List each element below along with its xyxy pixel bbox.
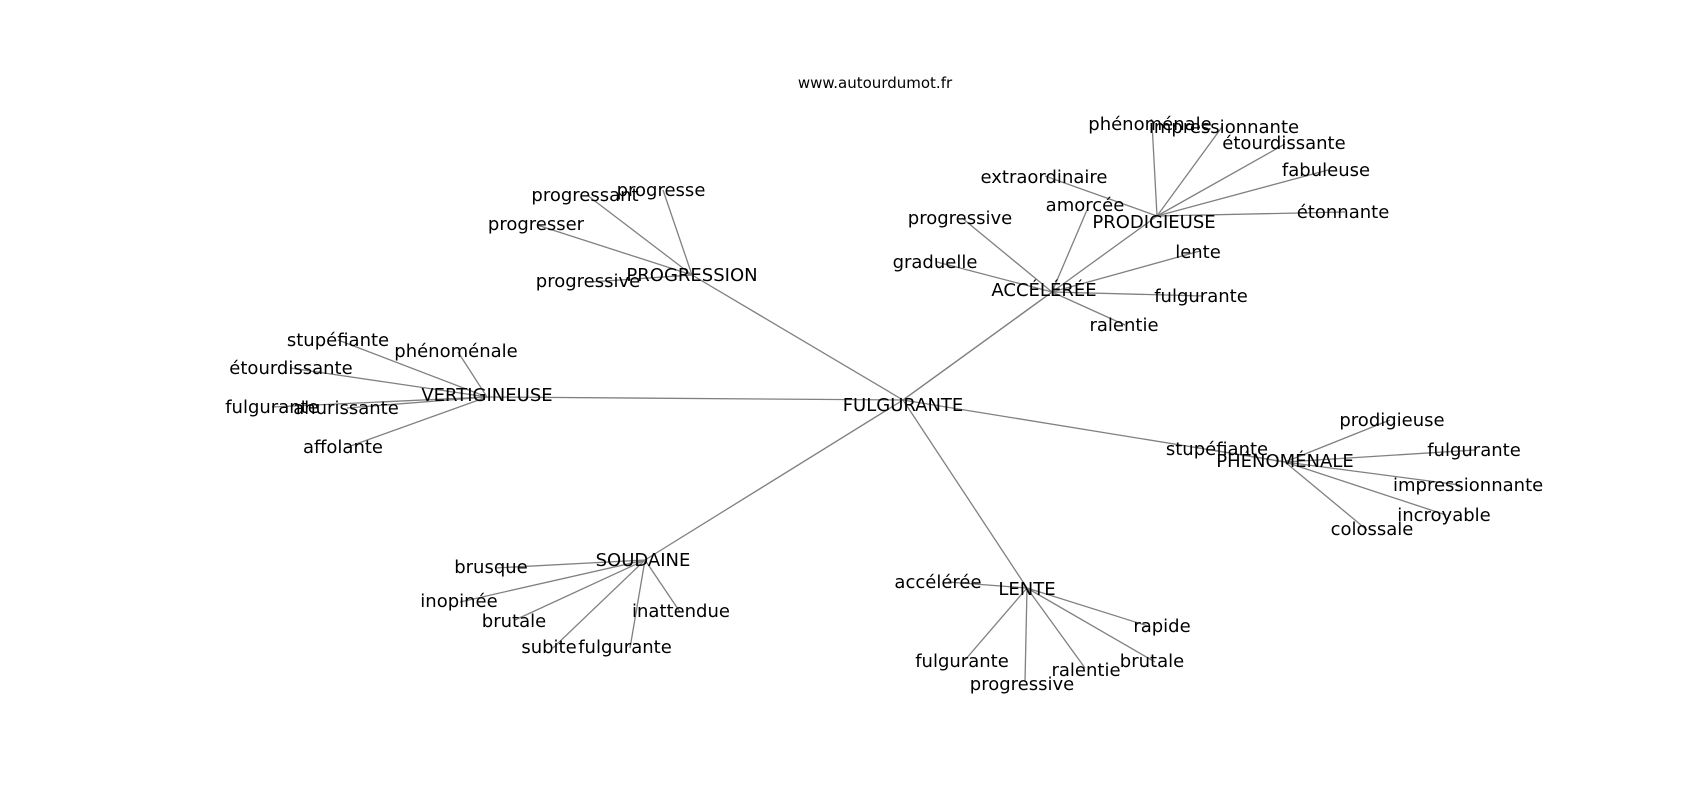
leaf-acceleree-progressive: progressive [908, 208, 1012, 229]
edge-phenomenale-incroyable [1284, 461, 1447, 516]
leaf-prodigieuse-impressionnante: impressionnante [1149, 117, 1299, 138]
edge-phenomenale-colossale [1284, 461, 1368, 531]
edge-soudaine-inattendue [644, 559, 681, 613]
edge-prodigieuse-fabuleuse [1156, 169, 1329, 217]
leaf-lente-acceleree: accélérée [894, 572, 981, 593]
edge-phenomenale-fulgurante [1284, 449, 1476, 463]
edge-prodigieuse-etourdissante [1156, 143, 1286, 217]
edge-acceleree-lente [1051, 250, 1201, 293]
edge-acceleree-fulgurante [1051, 291, 1204, 297]
node-lente: LENTE [998, 579, 1055, 600]
leaf-lente-progressive: progressive [970, 674, 1074, 695]
leaf-progression-progresse: progresse [617, 180, 706, 201]
edge-center-prodigieuse [902, 215, 1158, 401]
leaf-soudaine-inattendue: inattendue [632, 601, 730, 622]
source-label: www.autourdumot.fr [798, 74, 953, 92]
edge-acceleree-amorcee [1051, 209, 1088, 293]
node-acceleree: ACCÉLÉRÉE [991, 279, 1096, 301]
edge-progression-progresse [662, 189, 693, 276]
edge-acceleree-progressive [961, 217, 1053, 293]
edge-phenomenale-stupefiante [1211, 449, 1286, 463]
edge-acceleree-graduelle [936, 261, 1053, 293]
edge-center-lente [902, 399, 1028, 589]
leaf-prodigieuse-fabuleuse: fabuleuse [1282, 160, 1370, 181]
edge-soudaine-subite [552, 559, 646, 649]
leaf-soudaine-inopinee: inopinée [420, 591, 497, 612]
edge-prodigieuse-extraordinaire [1044, 175, 1158, 217]
node-prodigieuse: PRODIGIEUSE [1092, 212, 1215, 233]
edge-soudaine-fulgurante [629, 559, 646, 649]
leaf-lente-ralentie: ralentie [1051, 660, 1120, 681]
edge-lente-acceleree [947, 581, 1028, 589]
edge-lente-progressive [1024, 587, 1028, 683]
edge-phenomenale-impressionnante [1284, 461, 1461, 486]
leaf-lente-rapide: rapide [1133, 616, 1190, 637]
edge-soudaine-brutale [514, 559, 646, 621]
edges [271, 122, 1476, 683]
leaf-phenomenale-prodigieuse: prodigieuse [1339, 410, 1444, 431]
leaf-prodigieuse-phenomenale: phénoménale [1088, 114, 1211, 135]
leaf-soudaine-subite: subite [521, 637, 576, 658]
leaf-prodigieuse-extraordinaire: extraordinaire [981, 167, 1108, 188]
leaf-vertigineuse-affolante: affolante [303, 437, 383, 458]
node-progression: PROGRESSION [626, 265, 757, 286]
edge-lente-fulgurante [964, 587, 1028, 661]
edge-soudaine-brusque [494, 559, 646, 569]
edge-vertigineuse-stupefiante [337, 339, 488, 398]
edge-progression-progresser [536, 224, 693, 276]
leaf-lente-fulgurante: fulgurante [915, 651, 1009, 672]
edge-progression-progressant [586, 194, 693, 276]
edge-progression-progressive [589, 274, 693, 283]
edge-vertigineuse-affolante [344, 396, 488, 449]
edge-center-soudaine [644, 399, 904, 561]
edge-phenomenale-prodigieuse [1284, 419, 1391, 463]
leaf-soudaine-brusque: brusque [454, 557, 528, 578]
leaf-phenomenale-colossale: colossale [1331, 519, 1414, 540]
leaf-acceleree-lente: lente [1175, 242, 1221, 263]
edge-soudaine-inopinee [459, 559, 646, 603]
leaf-vertigineuse-fulgurante: fulgurante [225, 397, 319, 418]
leaf-progression-progresser: progresser [488, 214, 585, 235]
node-phenomenale: PHÉNOMÉNALE [1216, 450, 1353, 472]
edge-lente-rapide [1026, 587, 1149, 627]
leaf-phenomenale-incroyable: incroyable [1397, 505, 1491, 526]
node-vertigineuse: VERTIGINEUSE [421, 385, 552, 406]
node-center: FULGURANTE [843, 395, 964, 416]
leaf-acceleree-ralentie: ralentie [1089, 315, 1158, 336]
leaf-prodigieuse-etonnante: étonnante [1297, 202, 1390, 223]
edge-center-progression [691, 274, 904, 401]
leaf-phenomenale-stupefiante: stupéfiante [1166, 439, 1268, 460]
leaf-vertigineuse-phenomenale: phénoménale [394, 341, 517, 362]
edge-center-vertigineuse [486, 396, 904, 401]
edge-vertigineuse-ahurissante [346, 396, 488, 409]
labels: www.autourdumot.fr FULGURANTE ACCÉLÉRÉE … [225, 74, 1543, 695]
leaf-phenomenale-impressionnante: impressionnante [1393, 475, 1543, 496]
leaf-progression-progressive: progressive [536, 271, 640, 292]
node-soudaine: SOUDAINE [596, 550, 691, 571]
edge-vertigineuse-etourdissante [289, 367, 488, 398]
leaf-prodigieuse-etourdissante: étourdissante [1222, 133, 1345, 154]
leaf-vertigineuse-stupefiante: stupéfiante [287, 330, 389, 351]
leaf-acceleree-graduelle: graduelle [893, 252, 978, 273]
edge-prodigieuse-etonnante [1156, 211, 1346, 217]
leaf-phenomenale-fulgurante: fulgurante [1427, 440, 1521, 461]
edge-lente-ralentie [1026, 587, 1086, 669]
leaf-acceleree-amorcee: amorcée [1046, 195, 1125, 216]
edge-acceleree-ralentie [1051, 291, 1126, 326]
edge-prodigieuse-phenomenale [1151, 122, 1158, 217]
edge-vertigineuse-phenomenale [457, 351, 488, 398]
edge-vertigineuse-fulgurante [271, 396, 488, 408]
leaf-lente-brutale: brutale [1120, 651, 1184, 672]
leaf-vertigineuse-etourdissante: étourdissante [229, 358, 352, 379]
leaf-vertigineuse-ahurissante: ahurissante [293, 398, 399, 419]
edge-prodigieuse-impressionnante [1156, 126, 1223, 217]
edge-lente-brutale [1026, 587, 1156, 663]
leaf-soudaine-brutale: brutale [482, 611, 546, 632]
leaf-acceleree-fulgurante: fulgurante [1154, 286, 1248, 307]
leaf-soudaine-fulgurante: fulgurante [578, 637, 672, 658]
leaf-progression-progressant: progressant [531, 185, 638, 206]
